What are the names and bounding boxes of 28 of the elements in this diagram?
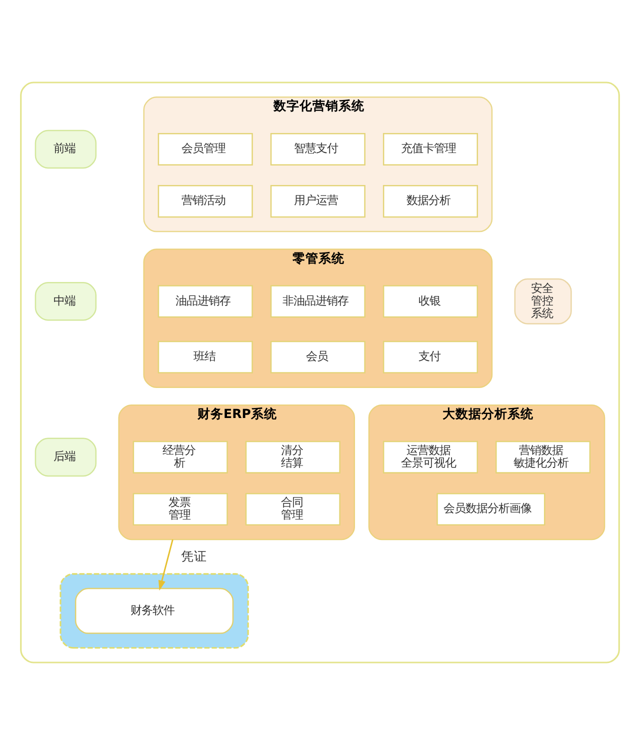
node-box: 运营数据全景可视化 — [382, 440, 478, 474]
node-box: 充值卡管理 — [382, 132, 478, 166]
node-box: 营销数据敏捷化分析 — [496, 440, 591, 474]
node-box: 会员管理 — [158, 132, 253, 166]
node-box: 班结 — [158, 340, 253, 374]
node-box: 数据分析 — [382, 185, 478, 218]
node-box: 合同管理 — [245, 493, 340, 526]
node-box: 清分结算 — [245, 440, 340, 474]
node-box: 油品进销存 — [158, 285, 253, 318]
arrow — [158, 539, 174, 591]
node-box: 经营分析 — [132, 440, 228, 474]
cluster — [60, 573, 249, 649]
node-box: 智慧支付 — [270, 132, 366, 166]
node-box: 支付 — [382, 340, 478, 374]
edge-label: 凭证 — [180, 548, 207, 564]
node-box: 中端 — [34, 282, 97, 321]
node-box: 财务软件 — [74, 588, 234, 634]
cluster — [20, 82, 620, 664]
node-box: 后端 — [34, 438, 97, 477]
node-box: 非油品进销存 — [270, 285, 366, 318]
node-box: 前端 — [34, 130, 97, 169]
node-box: 安全管控系统 — [514, 278, 572, 324]
node-box: 营销活动 — [158, 185, 253, 218]
node-box: 用户运营 — [270, 185, 366, 218]
node-box: 收银 — [382, 285, 478, 318]
node-box: 发票管理 — [132, 493, 228, 526]
node-box: 会员 — [270, 340, 366, 374]
node-box: 会员数据分析画像 — [436, 493, 546, 526]
